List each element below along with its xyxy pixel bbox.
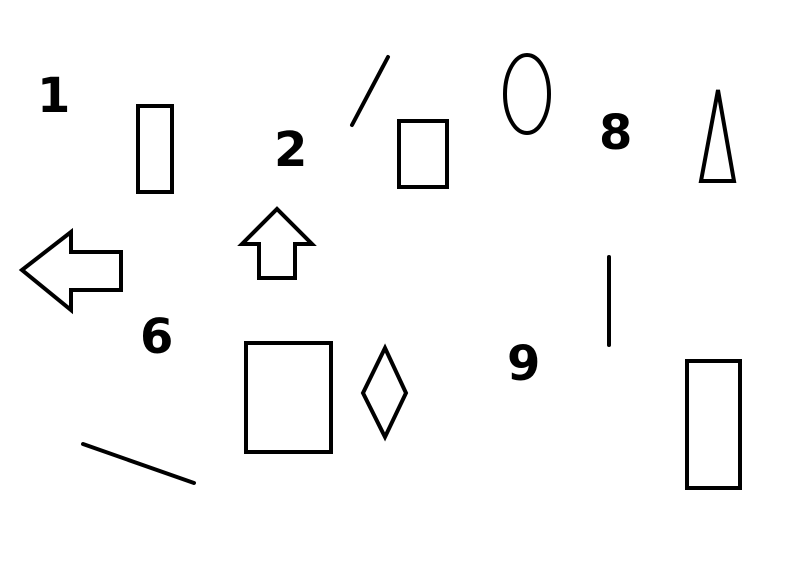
number-label-2: 2 [274, 122, 308, 178]
ellipse [503, 53, 551, 135]
number-label-6: 6 [140, 309, 174, 365]
number-label-9: 9 [507, 336, 541, 392]
diagonal-line [350, 55, 390, 127]
left-arrow [18, 227, 123, 315]
number-label-8: 8 [599, 105, 633, 161]
diamond [360, 343, 409, 442]
thin-triangle [698, 89, 737, 183]
large-rectangle [244, 341, 333, 454]
bottom-right-rectangle [685, 359, 742, 490]
number-label-1: 1 [37, 68, 71, 124]
tall-rectangle [136, 104, 174, 194]
up-arrow [237, 206, 317, 280]
sloped-line [81, 442, 196, 485]
small-rectangle [397, 119, 449, 189]
